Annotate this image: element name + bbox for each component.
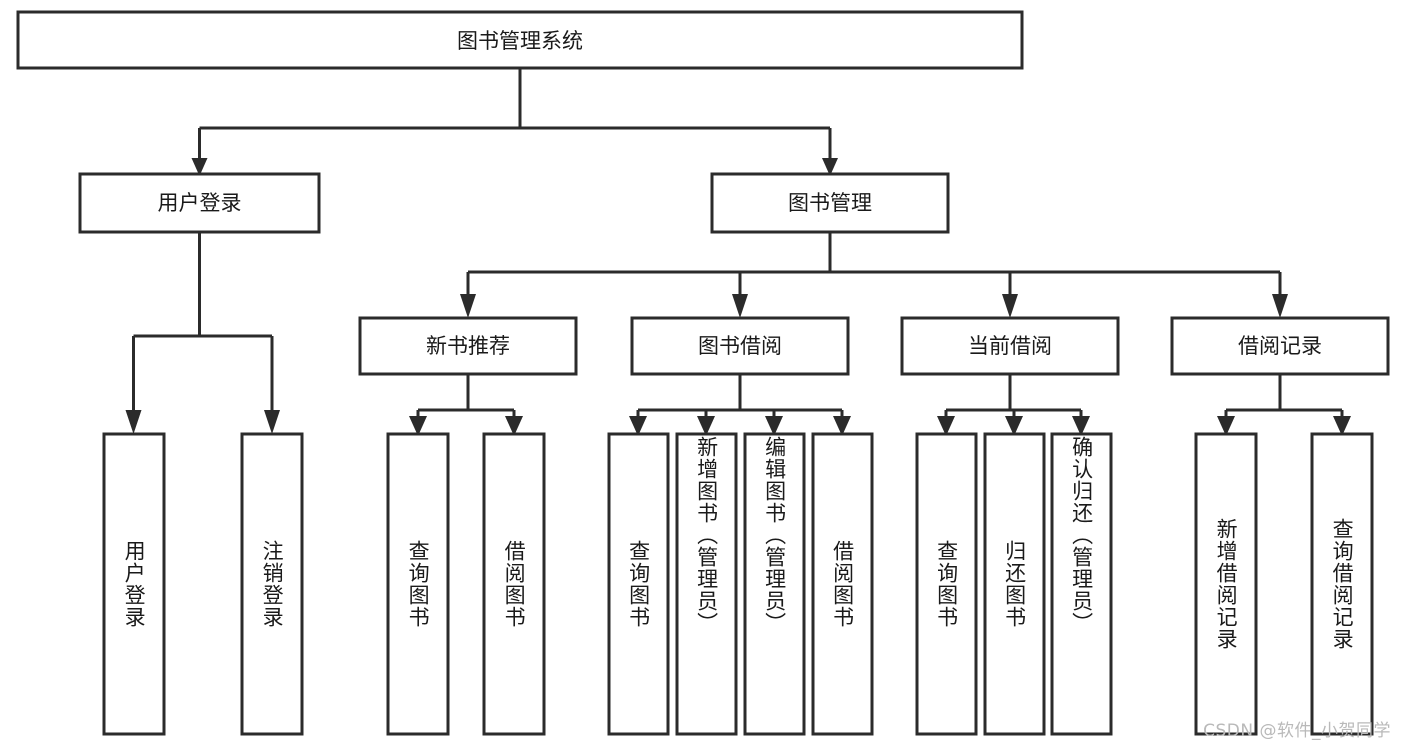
arrowhead-user-login [191, 158, 208, 176]
arrowhead-record-leaf-2 [1333, 416, 1351, 436]
leaf-box-add-book-admin[interactable] [675, 432, 738, 736]
node-user-login-box[interactable] [78, 172, 321, 234]
arrowhead-l3-2 [732, 294, 748, 318]
arrowhead-newbook-leaf-2 [505, 416, 523, 436]
arrowhead-l3-4 [1272, 294, 1288, 318]
arrowhead-user-login-child-1 [125, 410, 142, 434]
leaf-box-logout[interactable] [240, 432, 304, 736]
node-user-login-label: 用户登录 [158, 191, 242, 215]
node-user-login[interactable]: 用户登录 [78, 172, 321, 234]
node-root-label: 图书管理系统 [457, 29, 583, 53]
leaf-box-query-book-2[interactable] [607, 432, 670, 736]
leaf-box-return-book[interactable] [983, 432, 1046, 736]
node-borrow-record[interactable]: 借阅记录 [1170, 316, 1390, 376]
leaf-box-query-borrow-record[interactable] [1310, 432, 1374, 736]
arrowhead-current-leaf-3 [1072, 416, 1090, 436]
arrowhead-borrow-leaf-3 [765, 416, 783, 436]
node-book-manage[interactable]: 图书管理 [710, 172, 950, 234]
arrowhead-borrow-leaf-4 [833, 416, 851, 436]
connectors [125, 68, 1351, 436]
node-current-borrow[interactable]: 当前借阅 [900, 316, 1120, 376]
node-new-book-recommend[interactable]: 新书推荐 [358, 316, 578, 376]
leaf-boxes[interactable] [102, 432, 1374, 736]
arrowhead-book-manage [822, 158, 838, 176]
arrowhead-newbook-leaf-1 [409, 416, 427, 436]
leaf-box-edit-book-admin[interactable] [743, 432, 806, 736]
arrowhead-user-login-child-2 [264, 410, 280, 434]
arrowhead-current-leaf-1 [937, 416, 955, 436]
node-new-book-recommend-label: 新书推荐 [426, 334, 510, 358]
arrowhead-borrow-leaf-1 [629, 416, 647, 436]
node-borrow-record-label: 借阅记录 [1238, 334, 1322, 358]
node-current-borrow-label: 当前借阅 [968, 334, 1052, 358]
node-borrow-record-box[interactable] [1170, 316, 1390, 376]
node-root-box[interactable] [16, 10, 1024, 70]
arrowhead-l3-1 [460, 294, 476, 318]
arrowhead-current-leaf-2 [1005, 416, 1023, 436]
node-root[interactable]: 图书管理系统 [16, 10, 1024, 70]
leaf-box-borrow-book-2[interactable] [811, 432, 874, 736]
arrowhead-borrow-leaf-2 [697, 416, 715, 436]
node-book-manage-box[interactable] [710, 172, 950, 234]
leaf-box-user-login[interactable] [102, 432, 166, 736]
leaf-box-query-book-1[interactable] [386, 432, 450, 736]
leaf-box-query-book-3[interactable] [915, 432, 978, 736]
node-book-borrow[interactable]: 图书借阅 [630, 316, 850, 376]
arrowhead-record-leaf-1 [1217, 416, 1235, 436]
node-book-borrow-box[interactable] [630, 316, 850, 376]
leaf-box-add-borrow-record[interactable] [1194, 432, 1258, 736]
leaf-box-confirm-return-admin[interactable] [1050, 432, 1113, 736]
leaf-box-borrow-book-1[interactable] [482, 432, 546, 736]
arrowhead-l3-3 [1002, 294, 1018, 318]
node-book-manage-label: 图书管理 [788, 191, 872, 215]
node-book-borrow-label: 图书借阅 [698, 334, 782, 358]
node-current-borrow-box[interactable] [900, 316, 1120, 376]
node-new-book-recommend-box[interactable] [358, 316, 578, 376]
watermark: CSDN @软件_小贺同学 [1203, 721, 1391, 741]
